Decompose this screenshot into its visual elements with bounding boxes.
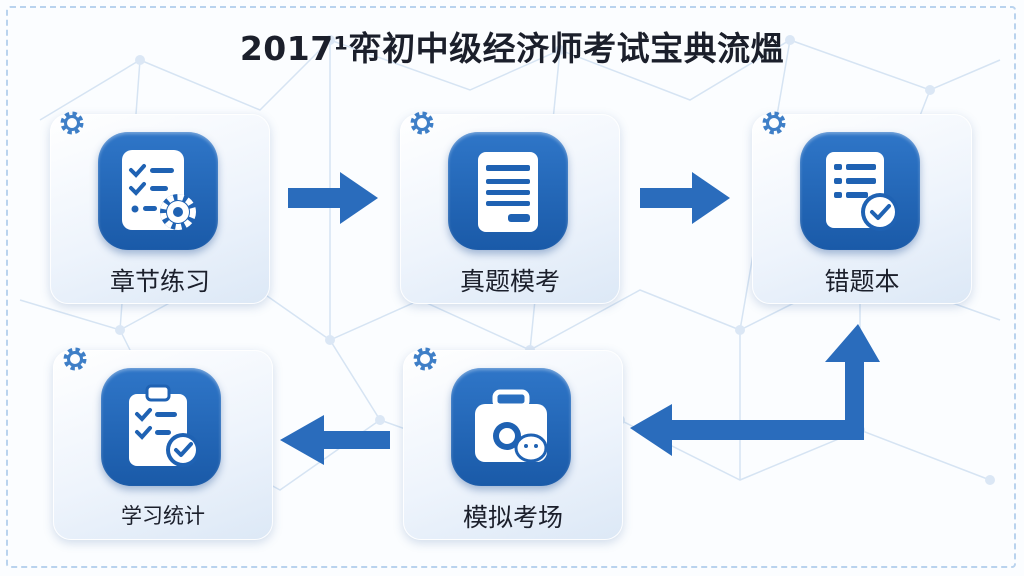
clipboard-check-icon — [129, 384, 200, 467]
gear-icon — [410, 111, 434, 135]
page-title: 2017¹帟初中级经济师考试宝典流熅 — [239, 29, 785, 68]
step-card-mock-exam-room[interactable]: 模拟考场 — [403, 347, 623, 540]
step-label: 真题模考 — [459, 267, 560, 296]
gear-icon — [413, 347, 437, 371]
icon-tile — [98, 132, 218, 250]
list-check-icon — [826, 152, 899, 231]
step-card-mistake-book[interactable]: 错题本 — [752, 111, 972, 304]
step-label: 章节练习 — [109, 267, 210, 296]
step-card-study-stats[interactable]: 学习统计 — [53, 347, 273, 540]
step-label: 学习统计 — [121, 504, 205, 528]
checklist-gear-icon — [122, 150, 196, 230]
arrow-elbow-up-icon — [630, 324, 880, 456]
icon-tile — [101, 368, 221, 486]
icon-tile — [451, 368, 571, 486]
icon-tile — [448, 132, 568, 250]
briefcase-icon — [475, 389, 548, 463]
gear-icon — [60, 111, 84, 135]
arrow-left-icon — [280, 415, 390, 465]
icon-tile — [800, 132, 920, 250]
step-card-chapter-practice[interactable]: 章节练习 — [50, 111, 270, 304]
step-card-past-exam-mock[interactable]: 真题模考 — [400, 111, 620, 304]
step-label: 模拟考场 — [462, 503, 563, 532]
gear-icon — [63, 347, 87, 371]
document-icon — [478, 152, 538, 232]
step-label: 错题本 — [824, 267, 900, 296]
dashed-frame — [6, 6, 1016, 568]
arrow-right-icon — [288, 172, 378, 224]
gear-icon — [762, 111, 786, 135]
arrow-right-icon — [640, 172, 730, 224]
